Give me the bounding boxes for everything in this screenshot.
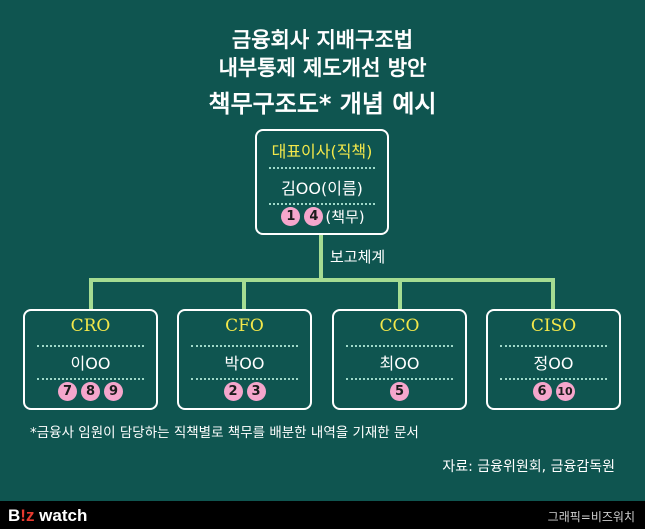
officer-name: 이OO: [70, 354, 111, 373]
officer-title: CCO: [379, 316, 420, 336]
officer-title: CISO: [530, 316, 577, 336]
title-line-3: 책무구조도* 개념 예시: [208, 90, 437, 118]
footer-bar: B!z watch 그래픽=비즈워치: [0, 501, 645, 529]
divider: [37, 378, 144, 380]
officer-title: CRO: [70, 316, 111, 336]
connector-cco: [398, 278, 402, 311]
title-line-1: 금융회사 지배구조법: [231, 28, 414, 52]
ceo-name: 김OO(이름): [281, 179, 363, 198]
divider: [191, 378, 298, 380]
ceo-title: 대표이사(직책): [271, 142, 373, 161]
connector-ceo-vertical: [319, 233, 323, 280]
connector-ciso: [551, 278, 555, 311]
connector-cfo: [242, 278, 246, 311]
divider: [37, 345, 144, 347]
duty-badge: 7: [58, 382, 77, 401]
source: 자료: 금융위원회, 금융감독원: [442, 459, 615, 475]
duty-badge: 10: [555, 382, 575, 401]
logo-watch: watch: [34, 506, 88, 525]
divider: [346, 345, 453, 347]
graphic-credit: 그래픽=비즈워치: [547, 510, 635, 524]
reporting-label: 보고체계: [330, 248, 386, 266]
duty-badge: 9: [104, 382, 123, 401]
logo-z: !z: [20, 506, 35, 525]
duty-badge: 1: [281, 207, 301, 226]
divider: [191, 345, 298, 347]
duty-badge: 8: [81, 382, 100, 401]
officer-duties: 5: [342, 381, 457, 401]
officer-box-cco: CCO 최OO 5: [332, 309, 467, 410]
connector-cro: [89, 278, 93, 311]
logo-b: B: [8, 506, 21, 525]
officer-name: 정OO: [533, 354, 574, 373]
duty-badge: 3: [246, 382, 266, 401]
officer-title: CFO: [225, 316, 264, 336]
officer-name: 최OO: [379, 354, 420, 373]
duty-badge: 5: [390, 382, 409, 401]
divider: [269, 203, 375, 205]
officer-name: 박OO: [224, 354, 265, 373]
title-line-2: 내부통제 제도개선 방안: [218, 56, 427, 80]
divider: [500, 378, 607, 380]
duty-badge: 2: [223, 382, 243, 401]
duties-label: (책무): [325, 208, 365, 226]
divider: [346, 378, 453, 380]
divider: [269, 167, 375, 169]
divider: [500, 345, 607, 347]
footnote: *금융사 임원이 담당하는 직책별로 책무를 배분한 내역을 기재한 문서: [30, 425, 419, 441]
duty-badge: 6: [532, 382, 552, 401]
connector-horizontal: [89, 278, 555, 282]
bizwatch-logo: B!z watch: [8, 506, 87, 526]
duty-badge: 4: [304, 207, 324, 226]
